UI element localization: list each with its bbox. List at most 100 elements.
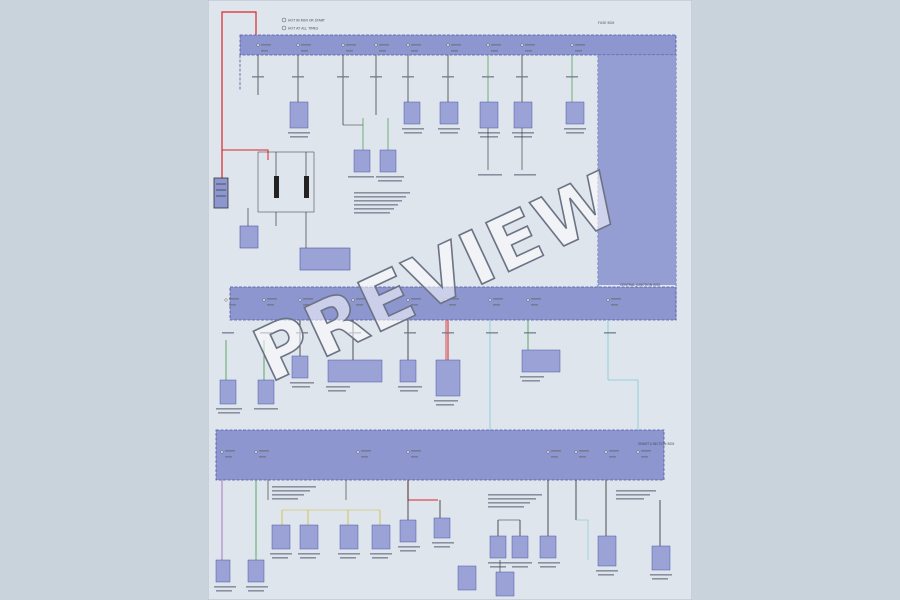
label-text (411, 456, 418, 458)
label-text (288, 132, 310, 134)
label-text (411, 450, 421, 452)
label-text (379, 50, 386, 52)
component-box (521, 349, 561, 373)
label-text (267, 304, 274, 306)
label-text (531, 304, 538, 306)
label-text (354, 212, 390, 214)
label-text (354, 204, 398, 206)
label-text (290, 382, 314, 384)
component-box (495, 571, 515, 597)
bottom-box-label: SMART JUNCTION BOX (638, 442, 675, 446)
label-text (451, 50, 458, 52)
label-text (272, 498, 298, 500)
label-text (449, 304, 456, 306)
label-text (296, 332, 308, 334)
label-text (525, 50, 532, 52)
label-text (432, 542, 454, 544)
label-text (290, 136, 308, 138)
fuse-terminal (374, 43, 378, 47)
label-text (566, 76, 578, 78)
label-text (303, 298, 313, 300)
middle-box-label: CENTRAL JUNCTION BOX (620, 283, 661, 287)
label-text (440, 132, 458, 134)
component-box (289, 101, 309, 129)
label-text (493, 298, 503, 300)
label-text (524, 332, 536, 334)
fuse-terminal (256, 43, 260, 47)
label-text (218, 412, 240, 414)
label-text (514, 136, 532, 138)
label-text (301, 44, 311, 46)
label-text (611, 298, 621, 300)
battery-icon (213, 177, 229, 209)
component-box (219, 379, 237, 405)
label-text (411, 44, 421, 46)
label-text (411, 50, 418, 52)
label-text (525, 44, 535, 46)
label-text (346, 44, 356, 46)
label-text (328, 390, 346, 392)
label-text (300, 557, 316, 559)
fuse-terminal (224, 298, 228, 302)
component-box (433, 517, 451, 539)
label-text (579, 450, 589, 452)
component-box (651, 545, 671, 571)
label-text (510, 562, 532, 564)
label-text (516, 76, 528, 78)
component-box (327, 359, 383, 383)
component-box (513, 101, 533, 129)
starter-motor (239, 225, 259, 249)
label-text (434, 400, 458, 402)
label-text (488, 494, 542, 496)
label-text (404, 332, 416, 334)
label-text (491, 44, 501, 46)
label-text (248, 590, 264, 592)
fuse-terminal (570, 43, 574, 47)
top-fuse-box-right-panel (598, 55, 676, 285)
component-box (353, 149, 371, 173)
label-text (398, 386, 422, 388)
label-text (400, 550, 416, 552)
label-text (272, 486, 316, 488)
label-text (531, 298, 541, 300)
component-box (597, 535, 617, 567)
label-text (566, 132, 584, 134)
label-text (609, 456, 616, 458)
label-text (438, 128, 460, 130)
label-text (349, 332, 361, 334)
label-text (337, 76, 349, 78)
component-box (435, 359, 461, 397)
component-box (439, 101, 459, 125)
wiring-diagram-sheet: HOT IN RUN OR START HOT AT ALL TIMES FUS… (208, 0, 692, 600)
fuse-terminal (341, 43, 345, 47)
label-text (540, 566, 556, 568)
label-text (292, 76, 304, 78)
label-text (579, 456, 586, 458)
component-box (479, 101, 499, 129)
component-box (565, 101, 585, 125)
label-text (354, 208, 394, 210)
label-text (298, 553, 320, 555)
label-text (436, 404, 454, 406)
label-text (411, 298, 421, 300)
fuse-terminal (446, 43, 450, 47)
component-box (371, 524, 391, 550)
fuse-terminal (546, 450, 550, 454)
label-text (259, 450, 269, 452)
fuse-terminal (444, 298, 448, 302)
fuse-terminal (526, 298, 530, 302)
fuse-terminal (606, 298, 610, 302)
label-text (261, 50, 268, 52)
label-text (404, 132, 422, 134)
fuse-terminal (351, 298, 355, 302)
label-text (338, 553, 360, 555)
component-box (489, 535, 507, 559)
label-text (292, 386, 310, 388)
label-text (354, 192, 410, 194)
fuse-terminal (604, 450, 608, 454)
top-box-label: FUSE BOX (598, 21, 615, 25)
fuse-terminal (262, 298, 266, 302)
component-box (379, 149, 397, 173)
component-box (539, 535, 557, 559)
